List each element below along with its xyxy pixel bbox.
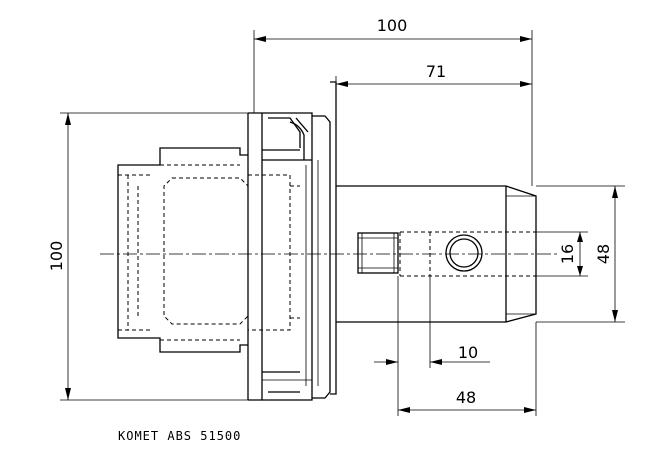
dim-overall-length: 100 [253, 16, 533, 186]
dim-label-head-diameter: 48 [594, 244, 613, 264]
flange-body [248, 81, 337, 401]
dim-shank-length: 71 [335, 62, 532, 87]
dim-screw-offset: 10 [374, 276, 490, 368]
dim-label-flange-diameter: 100 [47, 241, 66, 272]
dim-label-shank-length: 71 [426, 62, 446, 81]
clamping-screw [357, 232, 399, 274]
dim-bore-depth: 48 [397, 322, 537, 416]
dim-label-overall-length: 100 [377, 16, 408, 35]
screw-hole-circle [445, 234, 483, 272]
dim-label-screw-offset: 10 [458, 343, 478, 362]
dim-head-diameter: 48 [536, 185, 625, 323]
drawing-caption: KOMET ABS 51500 [118, 429, 241, 443]
taper-shank [117, 113, 300, 400]
dim-label-bore-depth: 48 [456, 388, 476, 407]
dim-bore-diameter: 16 [536, 231, 588, 277]
dim-flange-diameter: 100 [47, 112, 262, 401]
dim-label-bore-diameter: 16 [558, 244, 577, 264]
tool-head [336, 185, 537, 323]
